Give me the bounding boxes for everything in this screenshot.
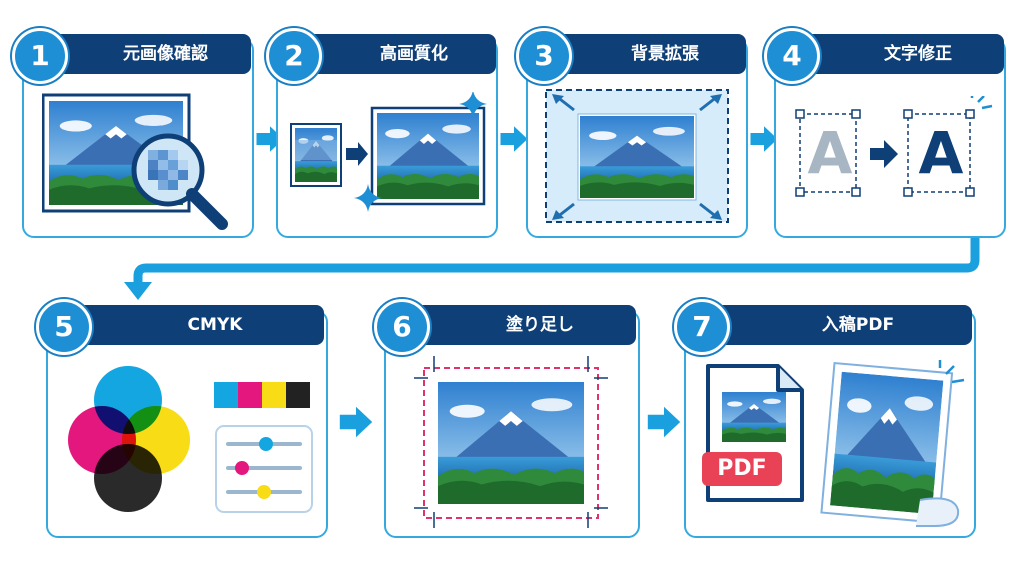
letter-fix-illustration [795,96,993,197]
arrow-5-6 [339,406,373,438]
arrow-2-3 [500,126,528,152]
print-sheet-icon [820,360,965,527]
step-number-2: 2 [266,28,322,84]
crop-marks-icon [414,356,608,528]
arrow-6-7 [647,406,681,438]
cmyk-circles-icon [68,366,190,512]
letter-after: A [918,119,964,187]
letter-before: A [807,119,853,187]
pdf-file-icon [702,364,804,502]
pdf-label: PDF [717,456,767,481]
step-number-4: 4 [764,28,820,84]
step-title-3: 背景拡張 [550,34,746,74]
step-title-5: CMYK [72,305,324,345]
step-number-7: 7 [674,299,730,355]
connector-arrow [124,234,980,300]
upscale-illustration [290,92,487,212]
step-number-5: 5 [36,299,92,355]
expand-arrows-icon [545,89,729,223]
step-title-6: 塗り足し [410,305,636,345]
step-number-1: 1 [12,28,68,84]
magnifier-icon [42,93,228,230]
step-number-3: 3 [516,28,572,84]
step-title-4: 文字修正 [798,34,1004,74]
sliders-icon [214,382,313,513]
sparkle-icon [459,92,487,118]
step-title-2: 高画質化 [298,34,496,74]
step-title-7: 入稿PDF [710,305,972,345]
step-title-1: 元画像確認 [46,34,251,74]
step-number-6: 6 [374,299,430,355]
